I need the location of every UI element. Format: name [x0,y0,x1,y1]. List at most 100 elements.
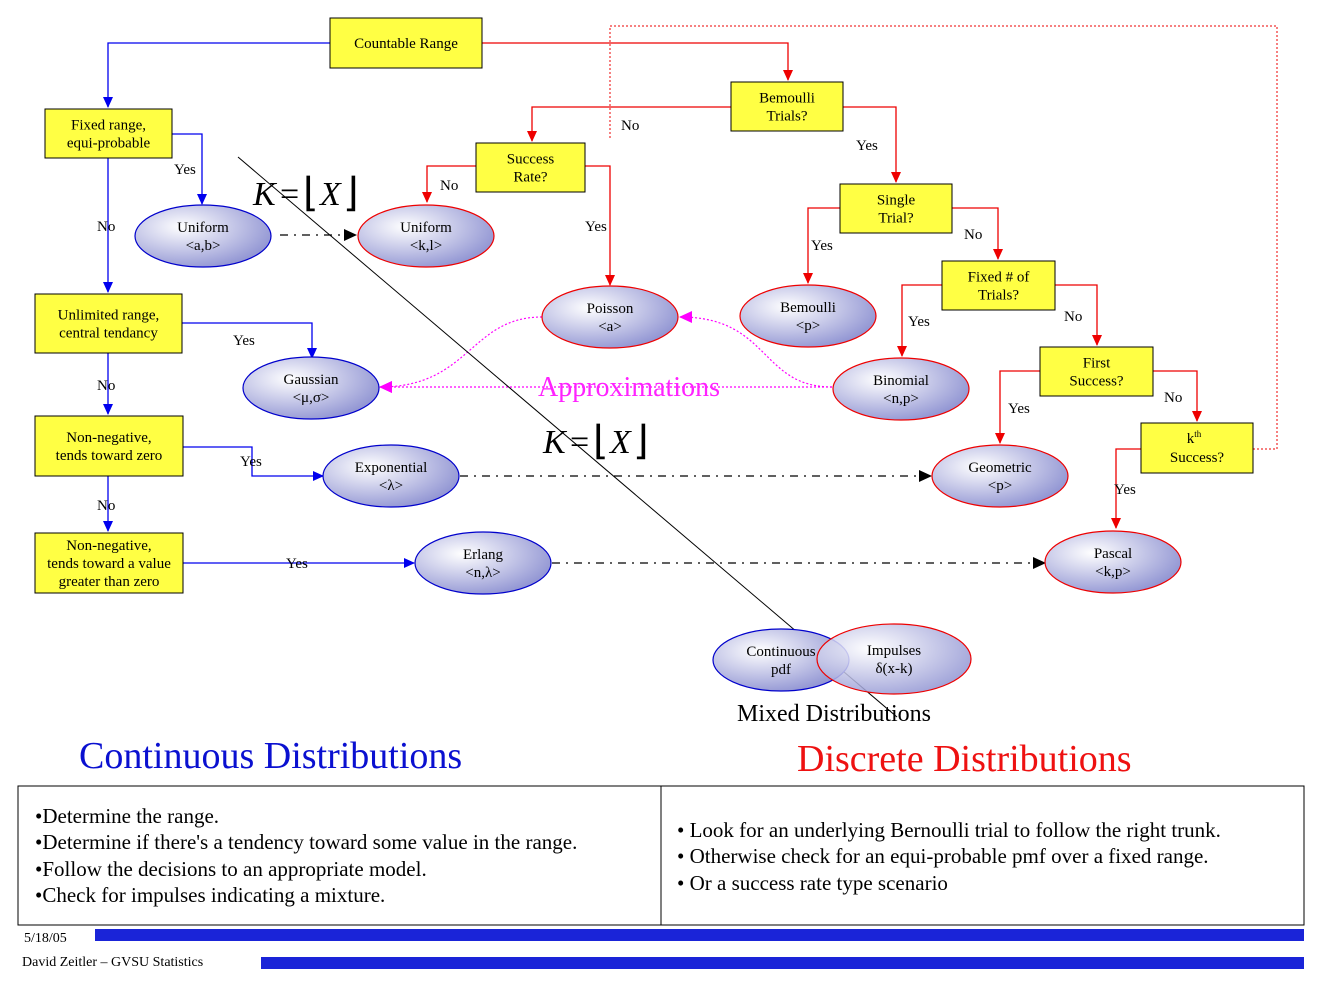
box-line: First [1083,356,1111,372]
bernoulli-dist-ellipse: Bemoulli <p> [739,284,877,348]
box-line: Non-negative, [66,538,151,554]
poisson-ellipse: Poisson <a> [541,285,679,349]
yes-label: Yes [856,138,878,154]
nonneg-value-box: Non-negative,tends toward a valuegreater… [34,532,184,594]
approximations-label: Approximations [538,372,720,403]
erlang-ellipse: Erlang <n,λ> [414,531,552,595]
ellipse-line: Exponential [355,460,427,476]
feedback-loop-line [609,25,1278,450]
footer: 5/18/05 David Zeitler – GVSU Statistics [22,929,1304,970]
ellipse-line: Continuous [746,644,815,660]
ellipse-line: Gaussian [284,372,339,388]
note-right-2: • Otherwise check for an equi-probable p… [677,844,1209,868]
box-line: Trials? [978,288,1019,304]
distribution-ellipses: Uniform <a,b> Uniform<k,l> Gaussian<μ,σ> Exp… [134,204,1182,695]
equation-right-floor: ⌋ [343,170,359,215]
continuous-connectors [103,42,415,568]
ellipse-line: Erlang [463,547,503,563]
pascal-ellipse: Pascal <k,p> [1044,530,1182,594]
box-line: tends toward zero [56,448,163,464]
ellipse-line: δ(x-k) [875,661,912,677]
note-left-4: •Check for impulses indicating a mixture… [35,883,385,907]
floor-equation-middle: K = ⌊ X ⌋ [542,418,649,463]
note-left-2: •Determine if there's a tendency toward … [35,830,577,854]
equation-left-floor: ⌊ [593,418,609,463]
ellipse-line: Bemoulli [780,300,836,316]
ellipse-line: pdf [771,662,791,678]
yes-label: Yes [1008,401,1030,417]
fixed-trials-box: Fixed # of Trials? [941,260,1056,311]
box-line: Non-negative, [66,430,151,446]
yes-label: Yes [240,454,262,470]
box-line: equi-probable [67,136,151,152]
ellipse-line: Uniform [400,220,452,236]
no-label: No [97,219,115,235]
ellipse-line: Geometric [968,460,1032,476]
divider-diagonal-line [237,156,898,718]
exponential-ellipse: Exponential <λ> [322,444,460,508]
box-line: Trials? [766,109,807,125]
equation-right-floor: ⌋ [633,418,649,463]
discretization-arrows [280,229,1046,569]
footer-date: 5/18/05 [24,931,67,946]
box-line: kth [1187,429,1202,447]
ellipse-line: <n,λ> [465,565,500,581]
box-line: Fixed # of [968,270,1030,286]
yes-label: Yes [811,238,833,254]
no-label: No [1064,309,1082,325]
binomial-ellipse: Binomial<n,p> [832,357,970,421]
no-label: No [97,378,115,394]
ellipse-line: <p> [796,318,820,334]
ellipse-line: <a,b> [186,238,221,254]
uniform-disc-ellipse: Uniform<k,l> [357,204,495,268]
note-left-3: •Follow the decisions to an appropriate … [35,857,427,881]
ellipse-line: Poisson [587,301,634,317]
equation-k: K [252,176,278,213]
ellipse-line: Impulses [867,643,921,659]
equation-k: K [542,424,568,461]
note-right-1: • Look for an underlying Bernoulli trial… [677,818,1221,842]
branch-labels: Yes No Yes No Yes No Yes No Yes No Yes Y… [97,118,1182,572]
footer-author: David Zeitler – GVSU Statistics [22,955,203,970]
geometric-ellipse: Geometric<p> [931,444,1069,508]
continuous-heading: Continuous Distributions [79,735,462,777]
box-line: Trial? [878,211,914,227]
gaussian-ellipse: Gaussian<μ,σ> [242,356,380,420]
fixed-range-box: Fixed range,equi-probable [44,108,173,159]
equation-x: X [318,176,342,213]
countable-range-box: Countable Range [329,17,483,69]
box-line: Bemoulli [759,91,815,107]
box-line: Unlimited range, [58,308,160,324]
note-left-1: •Determine the range. [35,804,219,828]
floor-equation-top: K = ⌊ X ⌋ [252,170,359,215]
mixed-distributions-label: Mixed Distributions [737,701,931,727]
box-line: Rate? [513,170,547,186]
box-line: Success? [1170,450,1224,466]
discrete-heading: Discrete Distributions [797,738,1132,780]
ellipse-line: <λ> [379,478,403,494]
unlimited-range-box: Unlimited range, central tendancy [34,293,183,354]
ellipse-line: <a> [598,319,622,335]
yes-label: Yes [174,162,196,178]
note-right-3: • Or a success rate type scenario [677,871,948,895]
no-label: No [964,227,982,243]
notes-table: •Determine the range. •Determine if ther… [17,785,1305,926]
ellipse-line: Uniform [177,220,229,236]
box-line: Success [507,152,555,168]
box-line: central tendancy [59,326,158,342]
equation-equals: = [570,424,589,461]
ellipse-line: <n,p> [883,391,919,407]
yes-label: Yes [585,219,607,235]
ellipse-line: Pascal [1094,546,1132,562]
continuous-pdf-ellipse: Continuous pdf [712,628,850,692]
ellipse-line: <k,p> [1095,564,1131,580]
box-line: greater than zero [59,574,160,590]
nonneg-zero-box: Non-negative, tends toward zero [34,415,184,477]
yes-label: Yes [233,333,255,349]
footer-bar-top [95,929,1304,941]
